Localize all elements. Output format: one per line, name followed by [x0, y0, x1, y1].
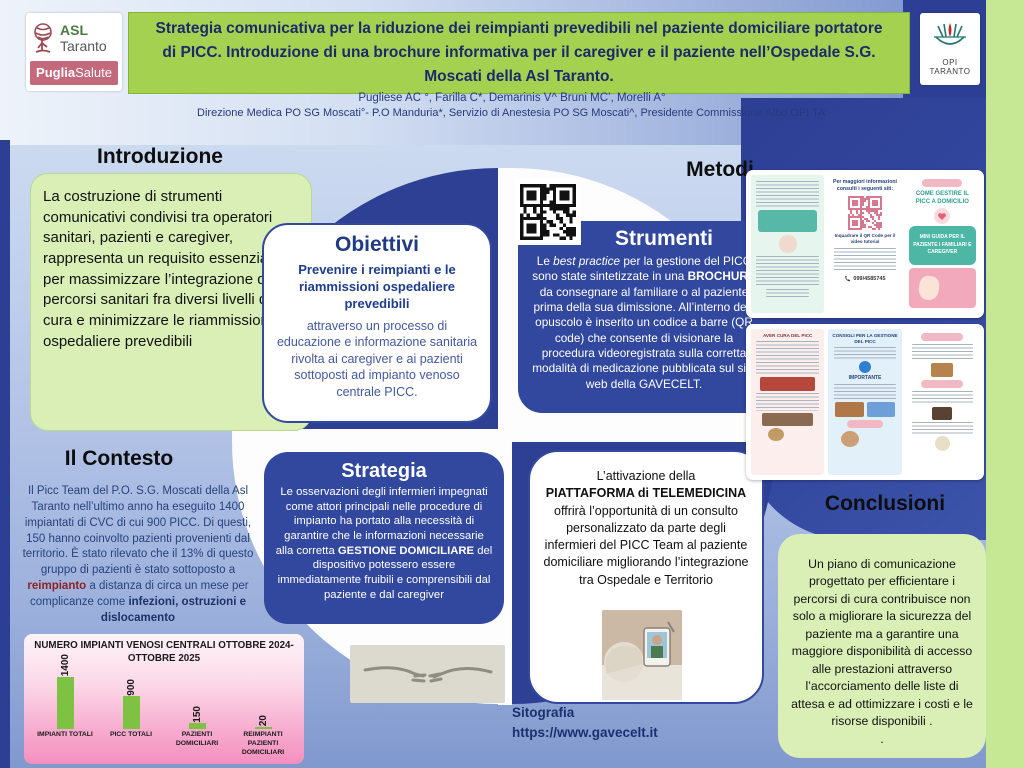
brochure1-mini-guida: MINI GUIDA PER IL PAZIENTE I FAMILIARI E…: [908, 226, 976, 265]
pugliasalute-banner: PugliaSalute: [30, 61, 118, 85]
brochure-qr-icon: [847, 196, 882, 231]
brochure-thumbnail-front: Per maggiori informazioni consulti i seg…: [746, 170, 984, 318]
bar-category-label: PAZIENTI DOMICILIARI: [175, 731, 219, 748]
tree-icon: [30, 21, 56, 55]
bar-category-label: REIMPIANTI PAZIENTI DOMICILIARI: [241, 731, 285, 757]
conclusioni-heading: Conclusioni: [824, 492, 946, 515]
strumenti-title: Strumenti: [614, 227, 713, 250]
brochure2-left-title: AVER CURA DEL PICC: [762, 333, 813, 338]
bar-3: [188, 723, 206, 730]
strategia-body: Le osservazioni degli infermieri impegna…: [275, 486, 493, 601]
contesto-bold-end: infezioni, ostruzioni e dislocamento: [100, 596, 246, 624]
circle-gap-horizontal: [232, 429, 775, 442]
chart-bar-column: 20: [230, 715, 296, 730]
telemedicina-body: L’attivazione della PIATTAFORMA di TELEM…: [543, 469, 749, 587]
authors-line: Pugliese AC °, Farilla C*, Demarinis V^ …: [358, 92, 666, 104]
bar-1: [56, 677, 74, 730]
brochure2-importante: IMPORTANTE: [848, 375, 882, 382]
brochure1-qr-caption: Inquadrare il QR Code per il video tutor…: [834, 233, 896, 245]
contesto-text-2: a distanza di circa un mese per complica…: [30, 580, 249, 609]
brochure1-cover-title: COME GESTIRE IL PICC A DOMICILIO: [915, 191, 969, 206]
brochure2-left-panel: AVER CURA DEL PICC: [751, 329, 825, 475]
chart-title: NUMERO IMPIANTI VENOSI CENTRALI OTTOBRE …: [34, 640, 294, 664]
qr-code-icon: [515, 179, 581, 245]
brochure2-right-panel: [906, 329, 979, 475]
obiettivi-box: Obiettivi Prevenire i reimpianti e le ri…: [262, 223, 492, 423]
strumenti-body: Le best practice per la gestione del PIC…: [532, 254, 756, 391]
brochure1-phone: 099/4585745: [831, 275, 898, 282]
introduzione-heading: Introduzione: [97, 145, 223, 168]
opi-emblem-icon: [930, 21, 970, 59]
obiettivi-bold: Prevenire i reimpianti e le riammissioni…: [298, 262, 456, 311]
hands-image: [350, 645, 505, 703]
heart-icon: [934, 208, 951, 225]
contesto-text: Il Picc Team del P.O. S.G. Moscati della…: [22, 485, 254, 577]
conclusioni-box: Un piano di comunicazione progettato per…: [778, 534, 986, 758]
right-green-bar: [986, 0, 1024, 768]
metodi-heading: Metodi: [686, 158, 754, 181]
bar-category-label: IMPIANTI TOTALI: [37, 731, 93, 739]
implants-bar-chart: NUMERO IMPIANTI VENOSI CENTRALI OTTOBRE …: [24, 634, 304, 764]
brochure-thumbnail-inside: AVER CURA DEL PICC CONSIGLI PER LA GESTI…: [746, 324, 984, 480]
contesto-heading: Il Contesto: [64, 447, 174, 470]
conclusioni-trailing: .: [880, 731, 884, 746]
authors-block: Pugliese AC °, Farilla C*, Demarinis V^ …: [162, 92, 862, 119]
sitografia-url: https://www.gavecelt.it: [512, 725, 658, 741]
brochure1-middle-panel: Per maggiori informazioni consulti i seg…: [828, 175, 901, 313]
obiettivi-title: Obiettivi: [334, 233, 419, 256]
chart-bar-column: 150: [164, 706, 230, 730]
chart-bar-column: 900: [98, 679, 164, 730]
bar-4: [254, 727, 272, 730]
opi-taranto-logo: OPI TARANTO: [920, 13, 980, 85]
chart-labels: IMPIANTI TOTALI PICC TOTALI PAZIENTI DOMIC…: [32, 729, 296, 757]
brochure2-consigli-title: CONSIGLI PER LA GESTIONE DEL PICC: [832, 333, 898, 345]
sitografia-label: Sitografia: [512, 705, 575, 720]
brochure1-left-panel: [751, 175, 825, 313]
asl-taranto-logo: ASL Taranto PugliaSalute: [26, 13, 122, 91]
brochure2-middle-panel: CONSIGLI PER LA GESTIONE DEL PICC IMPORT…: [828, 329, 902, 475]
telemedicina-box: L’attivazione della PIATTAFORMA di TELEM…: [528, 450, 764, 704]
conclusioni-body: Un piano di comunicazione progettato per…: [791, 557, 973, 729]
poster-title: Strategia comunicativa per la riduzione …: [128, 12, 910, 94]
bar-category-label: PICC TOTALI: [109, 731, 153, 739]
chart-bar-column: 1400: [32, 654, 98, 730]
contesto-body: Il Picc Team del P.O. S.G. Moscati della…: [14, 484, 262, 627]
affiliations-line: Direzione Medica PO SG Moscati°- P.O Man…: [197, 107, 827, 119]
left-accent-bar: [0, 140, 10, 768]
opi-logo-text: OPI TARANTO: [929, 58, 971, 76]
phone-icon: [844, 275, 851, 282]
sitografia-block: Sitografia https://www.gavecelt.it: [512, 703, 658, 744]
bar-2: [122, 696, 140, 730]
strategia-box: Strategia Le osservazioni degli infermie…: [264, 452, 504, 624]
brochure1-cover-panel: COME GESTIRE IL PICC A DOMICILIO MINI GU…: [906, 175, 979, 313]
strategia-title: Strategia: [341, 460, 427, 482]
brochure1-info-title: Per maggiori informazioni consulti i seg…: [832, 179, 897, 193]
introduzione-body: La costruzione di strumenti comunicativi…: [43, 188, 280, 350]
telemedicine-photo: [602, 610, 682, 700]
asl-logo-text: ASL Taranto: [60, 22, 107, 54]
contesto-highlight: reimpianto: [27, 580, 87, 593]
obiettivi-body: attraverso un processo di educazione e i…: [276, 318, 478, 399]
strumenti-box: Strumenti Le best practice per la gestio…: [518, 221, 770, 413]
